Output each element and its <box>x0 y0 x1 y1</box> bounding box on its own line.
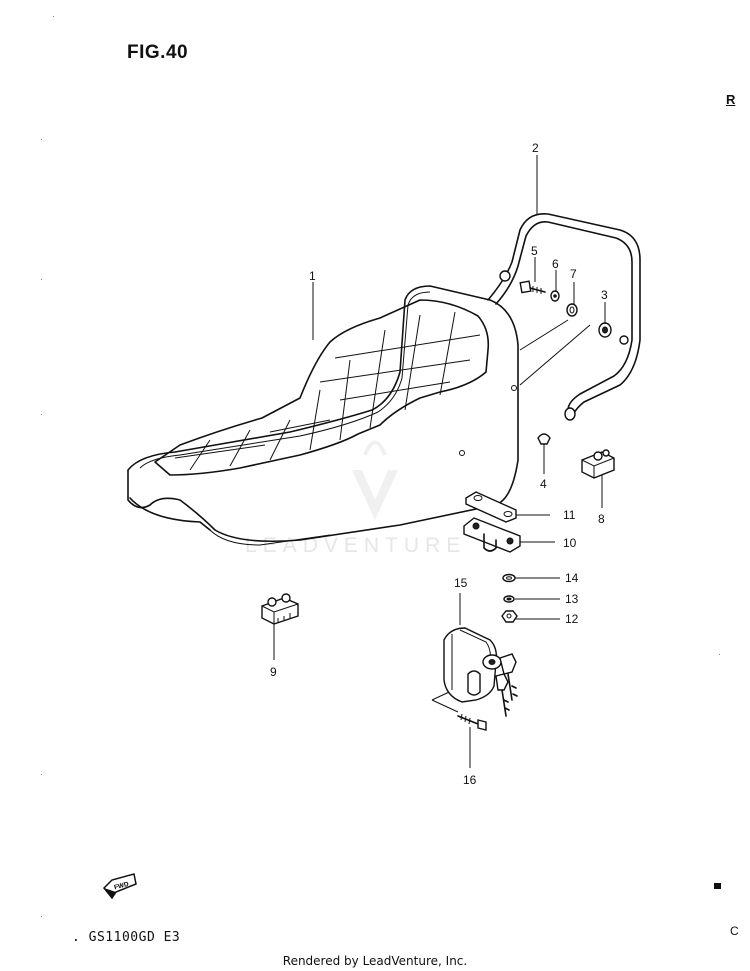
watermark-logo <box>352 440 398 520</box>
callout-1[interactable]: 1 <box>309 269 316 283</box>
model-code: . GS1100GD E3 <box>72 930 181 945</box>
corner-mark-bottom: C <box>730 924 739 938</box>
callout-12[interactable]: 12 <box>565 612 579 626</box>
scan-speck: · <box>40 912 43 921</box>
callout-15[interactable]: 15 <box>454 576 468 590</box>
stopper-part-8[interactable] <box>581 449 615 479</box>
callout-7[interactable]: 7 <box>570 267 577 281</box>
seat-lock-part-15[interactable] <box>443 627 518 717</box>
scan-speck: · <box>40 770 43 779</box>
callout-5[interactable]: 5 <box>531 244 538 258</box>
callout-14[interactable]: 14 <box>565 571 579 585</box>
callout-13[interactable]: 13 <box>565 592 579 606</box>
washer-part-7[interactable] <box>566 303 578 317</box>
seat-part[interactable] <box>127 285 519 546</box>
callout-6[interactable]: 6 <box>552 257 559 271</box>
callout-16[interactable]: 16 <box>463 773 477 787</box>
washer-part-14[interactable] <box>502 573 516 583</box>
fwd-label: FWD <box>113 881 129 892</box>
corner-mark: R <box>726 92 736 107</box>
scan-speck: · <box>40 275 43 284</box>
cushion-part-3[interactable] <box>598 322 612 338</box>
scan-speck: · <box>40 135 43 144</box>
corner-square-mark <box>714 883 721 889</box>
plate-part-11[interactable] <box>465 491 517 523</box>
callout-8[interactable]: 8 <box>598 512 605 526</box>
scan-speck: · <box>40 410 43 419</box>
forward-arrow-icon: FWD <box>102 873 137 900</box>
callout-11[interactable]: 11 <box>563 508 576 522</box>
scan-speck: · <box>52 12 55 21</box>
scan-speck: · <box>718 650 721 659</box>
callout-4[interactable]: 4 <box>540 477 547 491</box>
callout-10[interactable]: 10 <box>563 536 577 550</box>
clip-part-4[interactable] <box>537 433 551 445</box>
callout-2[interactable]: 2 <box>532 141 539 155</box>
nut-part-12[interactable] <box>501 610 518 623</box>
grab-rail-part[interactable] <box>487 213 641 421</box>
callout-9[interactable]: 9 <box>270 665 277 679</box>
washer-part-6[interactable] <box>550 290 560 302</box>
hook-part-10[interactable] <box>463 517 521 553</box>
figure-title: FIG.40 <box>127 42 189 63</box>
screw-part-16[interactable] <box>457 713 487 731</box>
callout-3[interactable]: 3 <box>601 288 608 302</box>
washer-part-13[interactable] <box>503 595 515 603</box>
bolt-part-5[interactable] <box>519 280 546 294</box>
stopper-part-9[interactable] <box>261 593 299 625</box>
footer-credit: Rendered by LeadVenture, Inc. <box>282 954 468 968</box>
